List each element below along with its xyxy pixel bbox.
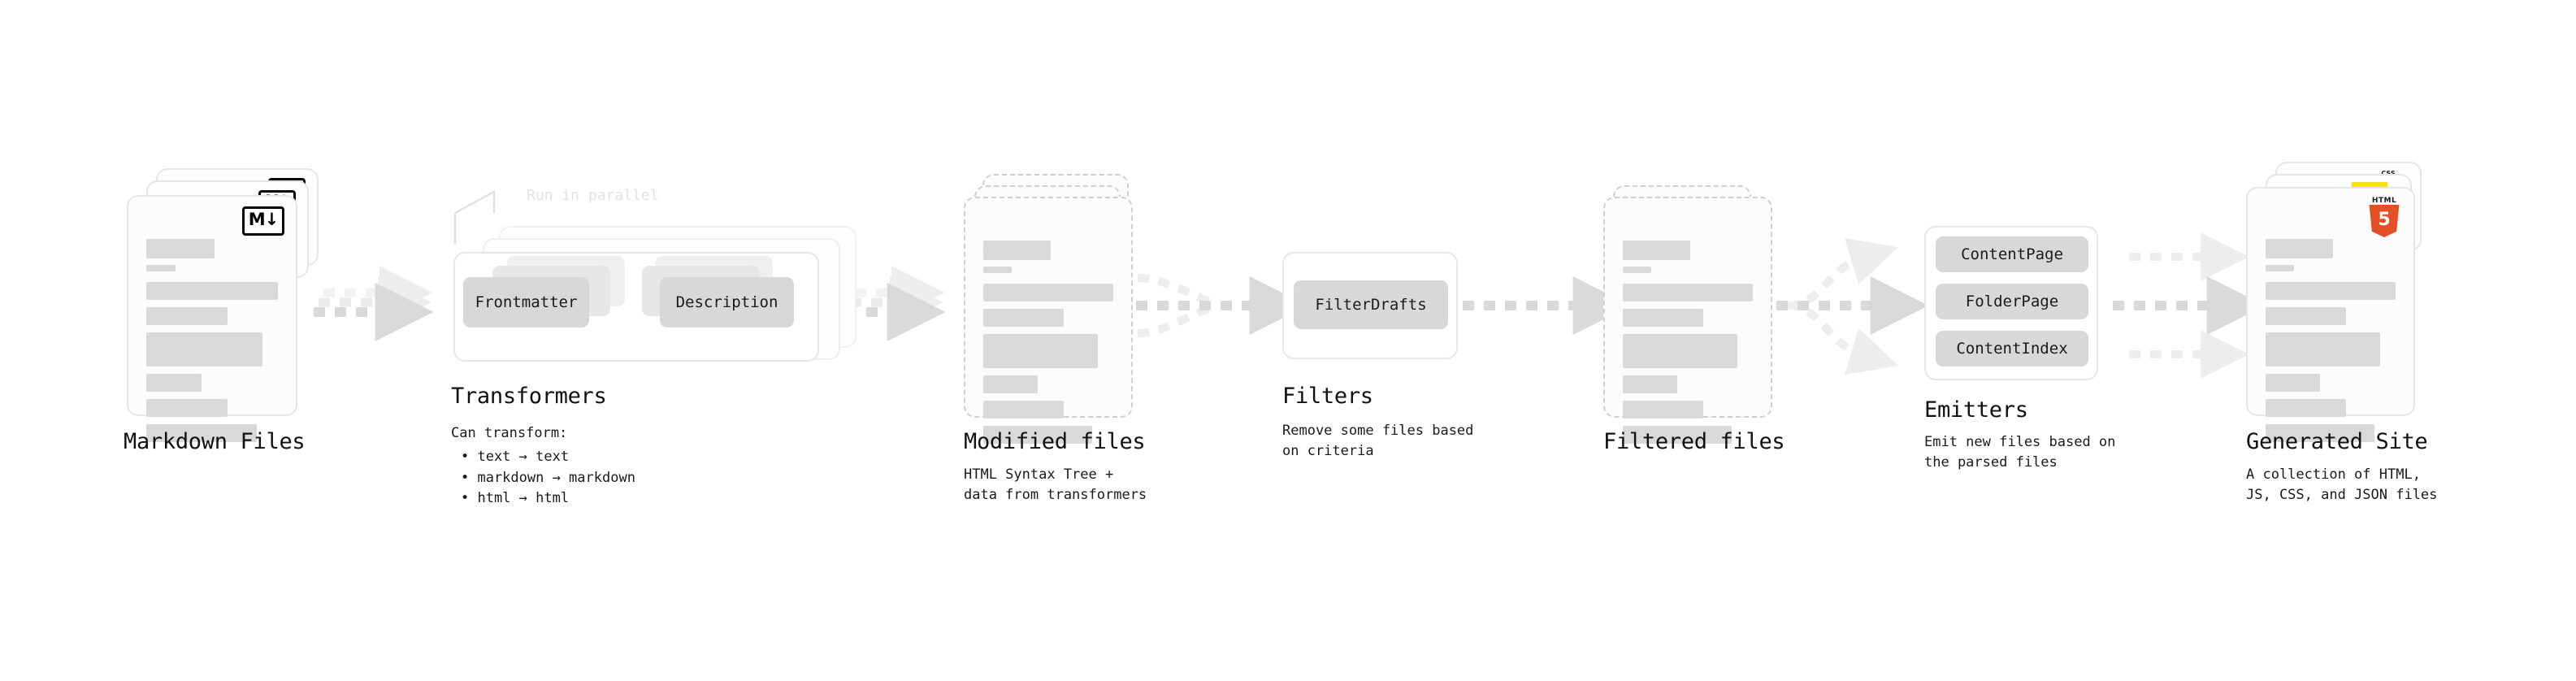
file-card-front bbox=[964, 197, 1133, 444]
stage-caption: A collection of HTML, JS, CSS, and JSON … bbox=[2246, 466, 2438, 503]
arrow-modified-to-filters bbox=[1136, 274, 1308, 337]
markdown-icon: M↓ bbox=[242, 206, 284, 236]
page-title: Generated Site bbox=[2246, 429, 2428, 454]
list-item: • html → html bbox=[461, 490, 570, 506]
arrow-filtered-to-emitters bbox=[1776, 237, 1929, 375]
file-card-front: M↓ bbox=[127, 195, 297, 442]
stage-caption: Emit new files based on the parsed files bbox=[1924, 434, 2116, 471]
list-item: • markdown → markdown bbox=[461, 469, 635, 486]
stage-caption: Remove some files based on criteria bbox=[1282, 423, 1474, 459]
transformer-chip-description[interactable]: Description bbox=[660, 277, 794, 327]
html5-wordmark: HTML bbox=[2371, 197, 2397, 205]
filter-chip-filterdrafts[interactable]: FilterDrafts bbox=[1294, 280, 1448, 329]
html5-shield bbox=[2369, 205, 2400, 237]
arrow-markdown-to-transformers bbox=[314, 266, 434, 341]
emitter-chip-folderpage[interactable]: FolderPage bbox=[1936, 284, 2088, 319]
page-title: Filters bbox=[1282, 384, 1373, 409]
run-in-parallel-bracket bbox=[453, 189, 496, 244]
emitter-chip-contentindex[interactable]: ContentIndex bbox=[1936, 331, 2088, 367]
transformer-chip-frontmatter[interactable]: Frontmatter bbox=[463, 277, 589, 327]
run-in-parallel-note: Run in parallel bbox=[527, 187, 659, 204]
page-title: Emitters bbox=[1924, 397, 2028, 423]
file-card-front bbox=[1603, 197, 1772, 444]
file-content-lines bbox=[1623, 241, 1753, 451]
arrow-emitters-to-site bbox=[2113, 232, 2266, 379]
file-card-front: HTML bbox=[2246, 187, 2415, 442]
emitter-chip-contentpage[interactable]: ContentPage bbox=[1936, 236, 2088, 272]
file-content-lines bbox=[983, 241, 1113, 451]
stage-caption: Can transform: bbox=[451, 425, 568, 441]
list-item: • text → text bbox=[461, 449, 570, 465]
file-content-lines bbox=[146, 239, 278, 449]
transform-bullet-list: • text → text • markdown → markdown • ht… bbox=[461, 447, 635, 510]
html5-icon: HTML bbox=[2368, 197, 2400, 237]
page-title: Modified files bbox=[964, 429, 1146, 454]
page-title: Transformers bbox=[451, 384, 607, 409]
stage-caption: HTML Syntax Tree + data from transformer… bbox=[964, 466, 1147, 503]
file-content-lines bbox=[2266, 239, 2396, 449]
page-title: Markdown Files bbox=[124, 429, 306, 454]
page-title: Filtered files bbox=[1603, 429, 1785, 454]
